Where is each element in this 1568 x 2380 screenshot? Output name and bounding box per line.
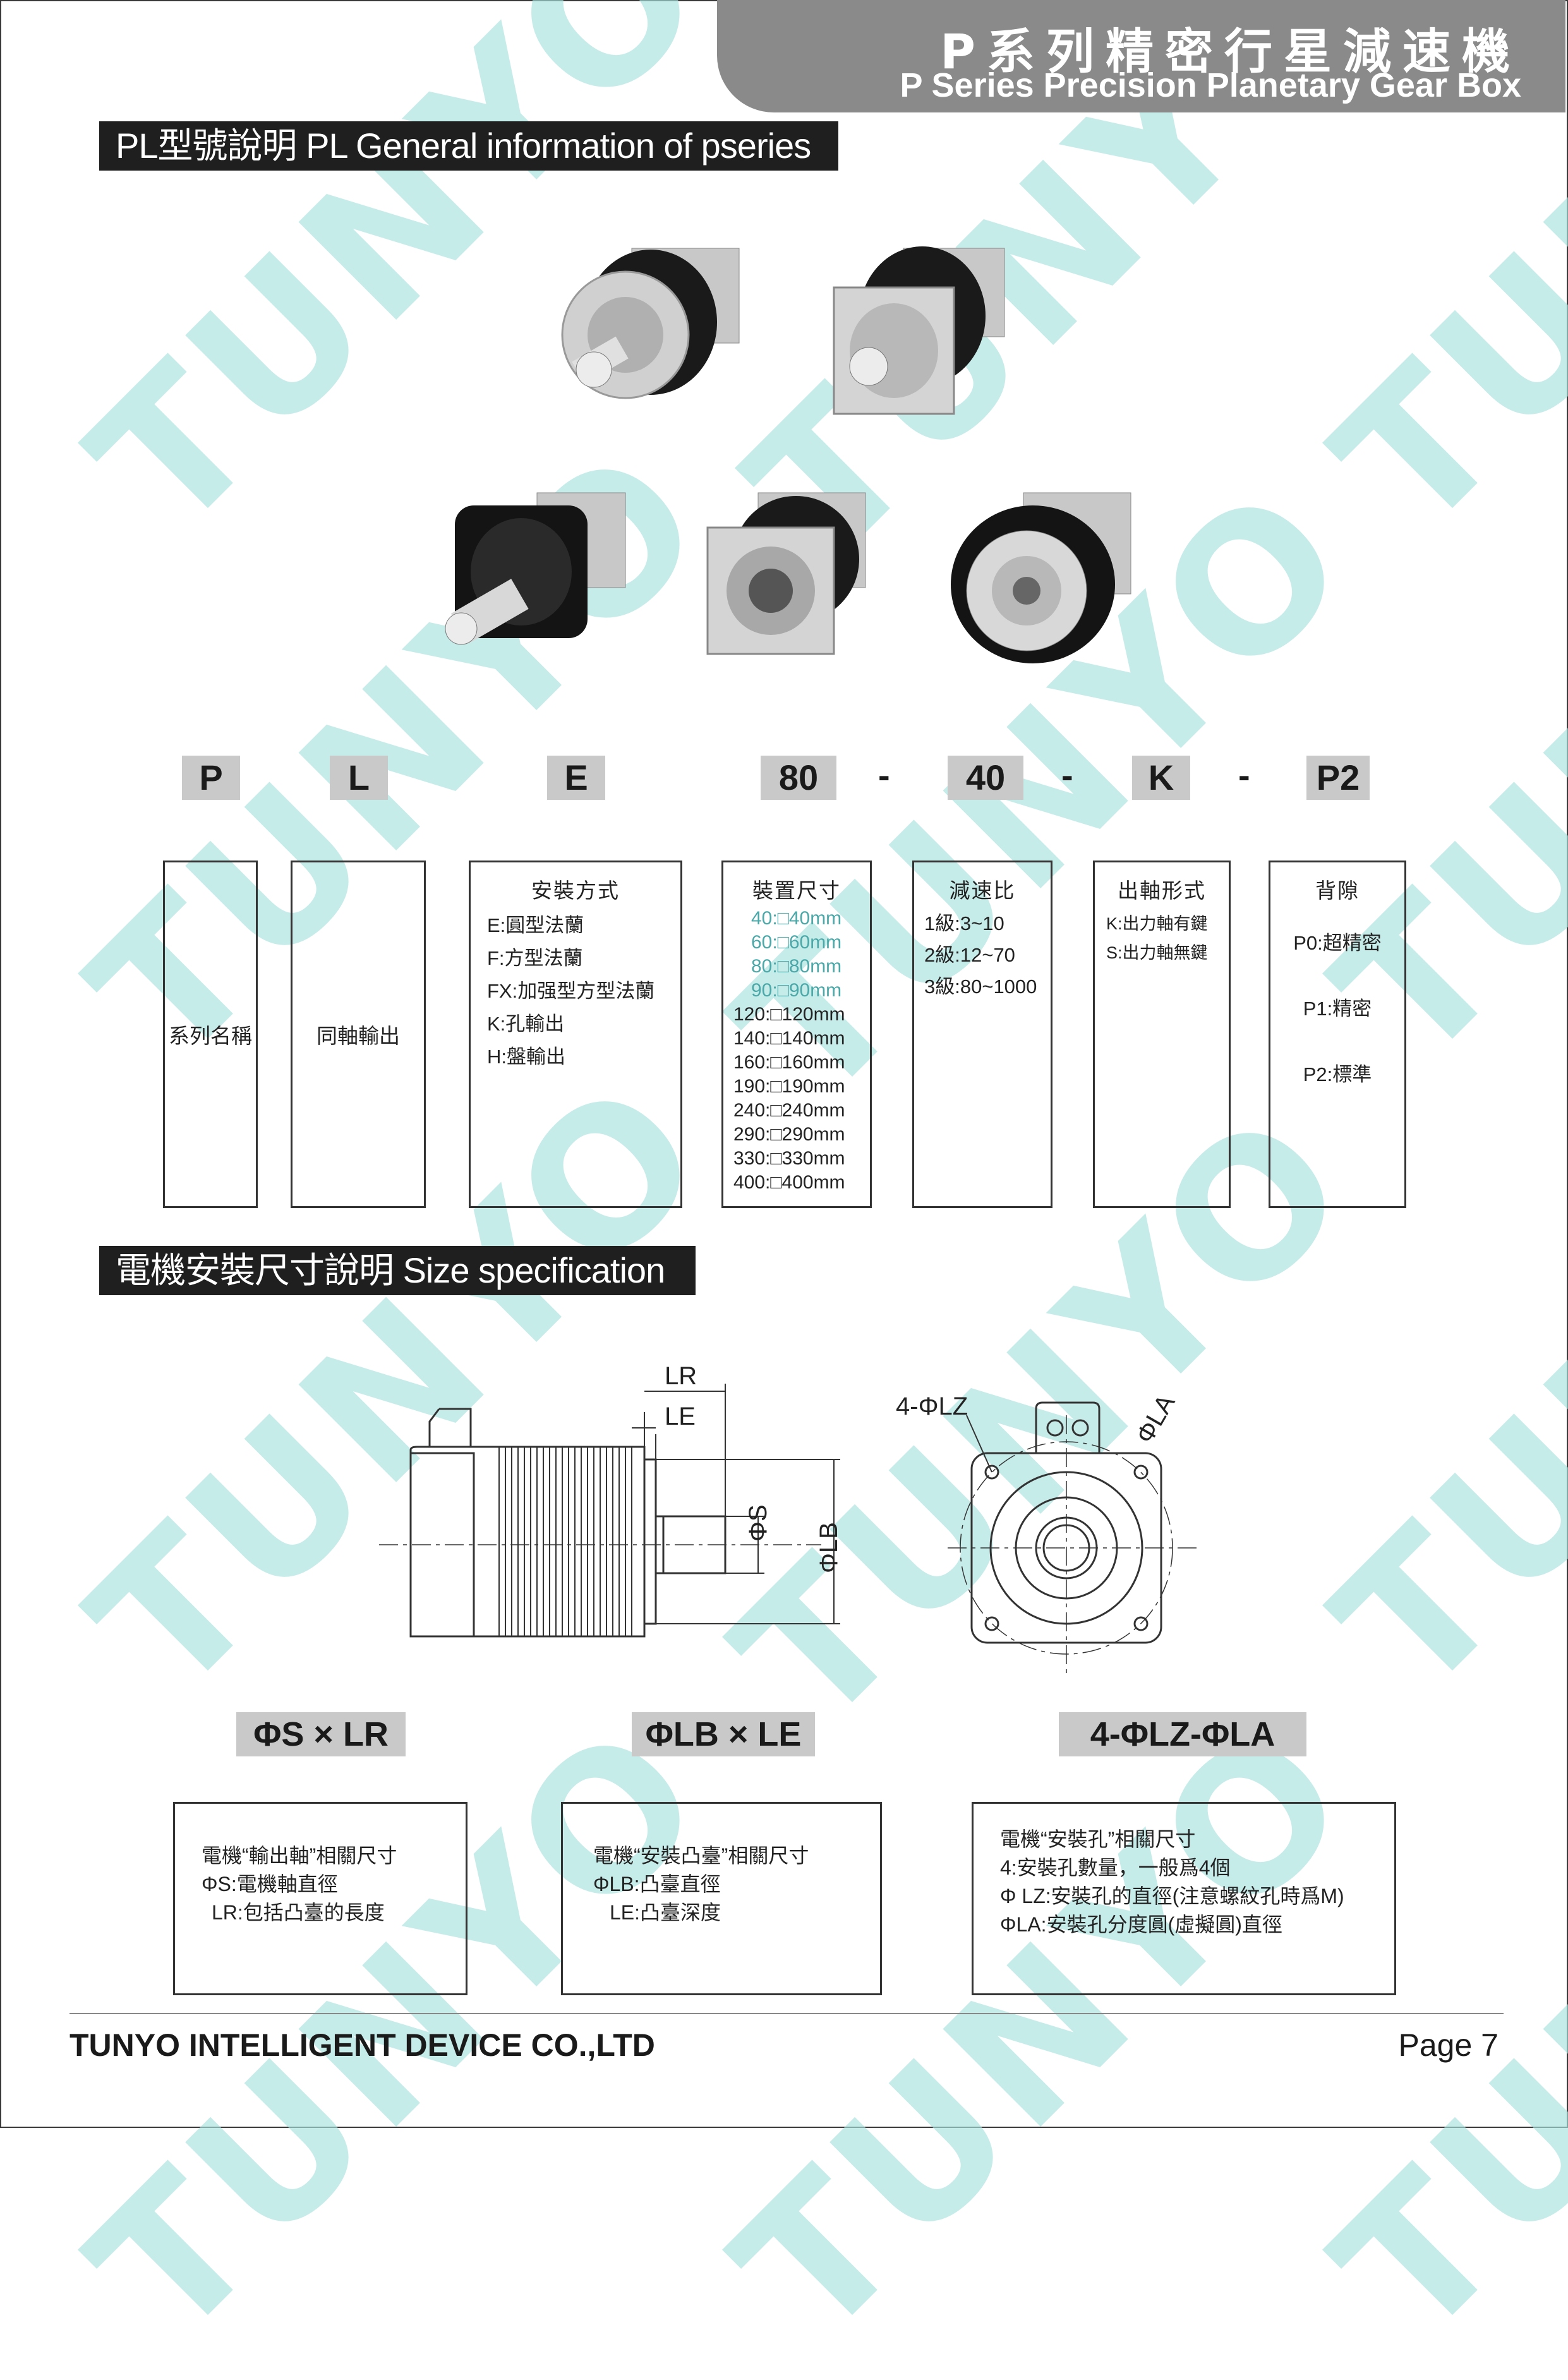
section-title-cn: 電機安裝尺寸說明 [116,1250,394,1290]
ratio-item: 2級:12~70 [924,944,1015,966]
box-coaxial: 同軸輸出 [291,861,426,1208]
s-label: ΦS [744,1504,772,1542]
code-backlash: P2 [1306,756,1370,800]
backlash-title: 背隙 [1315,879,1360,902]
note-mount-boss: 電機“安裝凸臺”相關尺寸 ΦLB:凸臺直徑 LE:凸臺深度 [561,1802,882,1995]
backlash-item: P1:精密 [1303,998,1372,1020]
section-title-en: Size specification [402,1250,666,1290]
size-item: 240:□240mm [733,1100,845,1121]
backlash-item: P0:超精密 [1293,932,1382,954]
section-title-size: 電機安裝尺寸說明 Size specification [99,1246,696,1295]
box-mount: 安裝方式 E:圓型法蘭 F:方型法蘭 FX:加强型方型法蘭 K:孔輸出 H:盤輸… [469,861,682,1208]
coaxial-output-text: 同軸輸出 [317,1024,400,1048]
lb-label: ΦLB [815,1522,843,1573]
gearbox-hole-output-image [706,492,866,655]
shaft-item: S:出力軸無鍵 [1106,943,1208,962]
note-line: ΦLB:凸臺直徑 [593,1873,721,1895]
box-backlash: 背隙 P0:超精密 P1:精密 P2:標準 [1269,861,1406,1208]
size-item: 330:□330mm [733,1148,845,1169]
note-line: LE:凸臺深度 [610,1901,721,1924]
series-name-text: 系列名稱 [169,1024,252,1048]
backlash-item: P2:標準 [1303,1063,1372,1085]
note-line: 電機“安裝孔”相關尺寸 [1000,1828,1196,1851]
code-separator: - [1238,755,1250,795]
note-line: LR:包括凸臺的長度 [212,1901,385,1924]
note-line: ΦLA:安裝孔分度圓(虛擬圓)直徑 [1000,1913,1282,1936]
shaft-title: 出軸形式 [1118,879,1206,902]
note-mount-holes: 電機“安裝孔”相關尺寸 4:安裝孔數量，一般爲4個 Φ LZ:安裝孔的直徑(注意… [972,1802,1396,1995]
label-s-lr: ΦS × LR [236,1712,406,1756]
motor-front-view-drawing [948,1401,1200,1674]
gearbox-square-flange-image [833,246,1005,415]
mount-item: E:圓型法蘭 [487,914,584,936]
footer-rule [69,2013,1504,2014]
size-item: 90:□90mm [751,980,842,1001]
header-title-en: P Series Precision Planetary Gear Box [900,66,1521,104]
box-ratio: 減速比 1級:3~10 2級:12~70 3級:80~1000 [912,861,1052,1208]
note-line: 電機“輸出軸”相關尺寸 [202,1844,397,1867]
size-item: 80:□80mm [751,956,842,977]
label-lb-le: ΦLB × LE [632,1712,815,1756]
lz-label: 4-ΦLZ [896,1392,968,1420]
lr-label: LR [665,1362,697,1390]
box-size: 裝置尺寸 40:□40mm 60:□60mm 80:□80mm 90:□90mm… [721,861,872,1208]
box-shaft: 出軸形式 K:出力軸有鍵 S:出力軸無鍵 [1093,861,1231,1208]
box-series: 系列名稱 [163,861,258,1208]
code-coaxial: L [330,756,388,800]
code-separator: - [1061,755,1073,795]
size-item: 60:□60mm [751,932,842,953]
ratio-item: 3級:80~1000 [924,976,1037,998]
code-size: 80 [761,756,836,800]
section-title-en: PL General information of pseries [306,126,811,166]
le-label: LE [665,1403,696,1430]
ratio-item: 1級:3~10 [924,912,1004,934]
code-ratio: 40 [948,756,1023,800]
label-lz-la: 4-ΦLZ-ΦLA [1059,1712,1306,1756]
section-title-pl: PL型號說明 PL General information of pseries [99,121,838,171]
mount-item: H:盤輸出 [487,1046,565,1068]
note-line: ΦS:電機軸直徑 [202,1873,338,1895]
shaft-item: K:出力軸有鍵 [1106,914,1208,933]
size-item: 120:□120mm [733,1004,845,1025]
page-number: Page 7 [1398,2027,1499,2063]
size-item: 160:□160mm [733,1052,845,1073]
code-series: P [182,756,240,800]
header-title-cn: P系列精密行星減速機 [940,23,1521,80]
page-header: P系列精密行星減速機 P Series Precision Planetary … [717,0,1565,112]
size-title: 裝置尺寸 [752,879,841,902]
mount-item: F:方型法蘭 [487,947,583,969]
code-shaft: K [1132,756,1190,800]
size-item: 290:□290mm [733,1124,845,1145]
size-item: 190:□190mm [733,1076,845,1097]
size-item: 40:□40mm [751,908,842,929]
mount-item: FX:加强型方型法蘭 [487,980,655,1002]
motor-side-view-drawing [379,1384,840,1638]
size-item: 140:□140mm [733,1028,845,1049]
gearbox-disc-output-image [951,492,1131,663]
note-output-shaft: 電機“輸出軸”相關尺寸 ΦS:電機軸直徑 LR:包括凸臺的長度 [173,1802,467,1995]
section-title-cn: PL型號說明 [116,126,297,166]
note-line: 電機“安裝凸臺”相關尺寸 [593,1844,809,1867]
code-separator: - [878,755,890,795]
gearbox-black-flange-image [445,492,626,645]
size-item: 400:□400mm [733,1172,845,1193]
note-line: Φ LZ:安裝孔的直徑(注意螺紋孔時爲M) [1000,1885,1344,1907]
mount-title: 安裝方式 [531,879,620,902]
company-name: TUNYO INTELLIGENT DEVICE CO.,LTD [69,2027,655,2063]
mount-item: K:孔輸出 [487,1013,565,1035]
code-mount: E [547,756,605,800]
note-line: 4:安裝孔數量，一般爲4個 [1000,1856,1231,1879]
ratio-title: 減速比 [949,879,1016,902]
gearbox-round-flange-image [561,248,740,399]
